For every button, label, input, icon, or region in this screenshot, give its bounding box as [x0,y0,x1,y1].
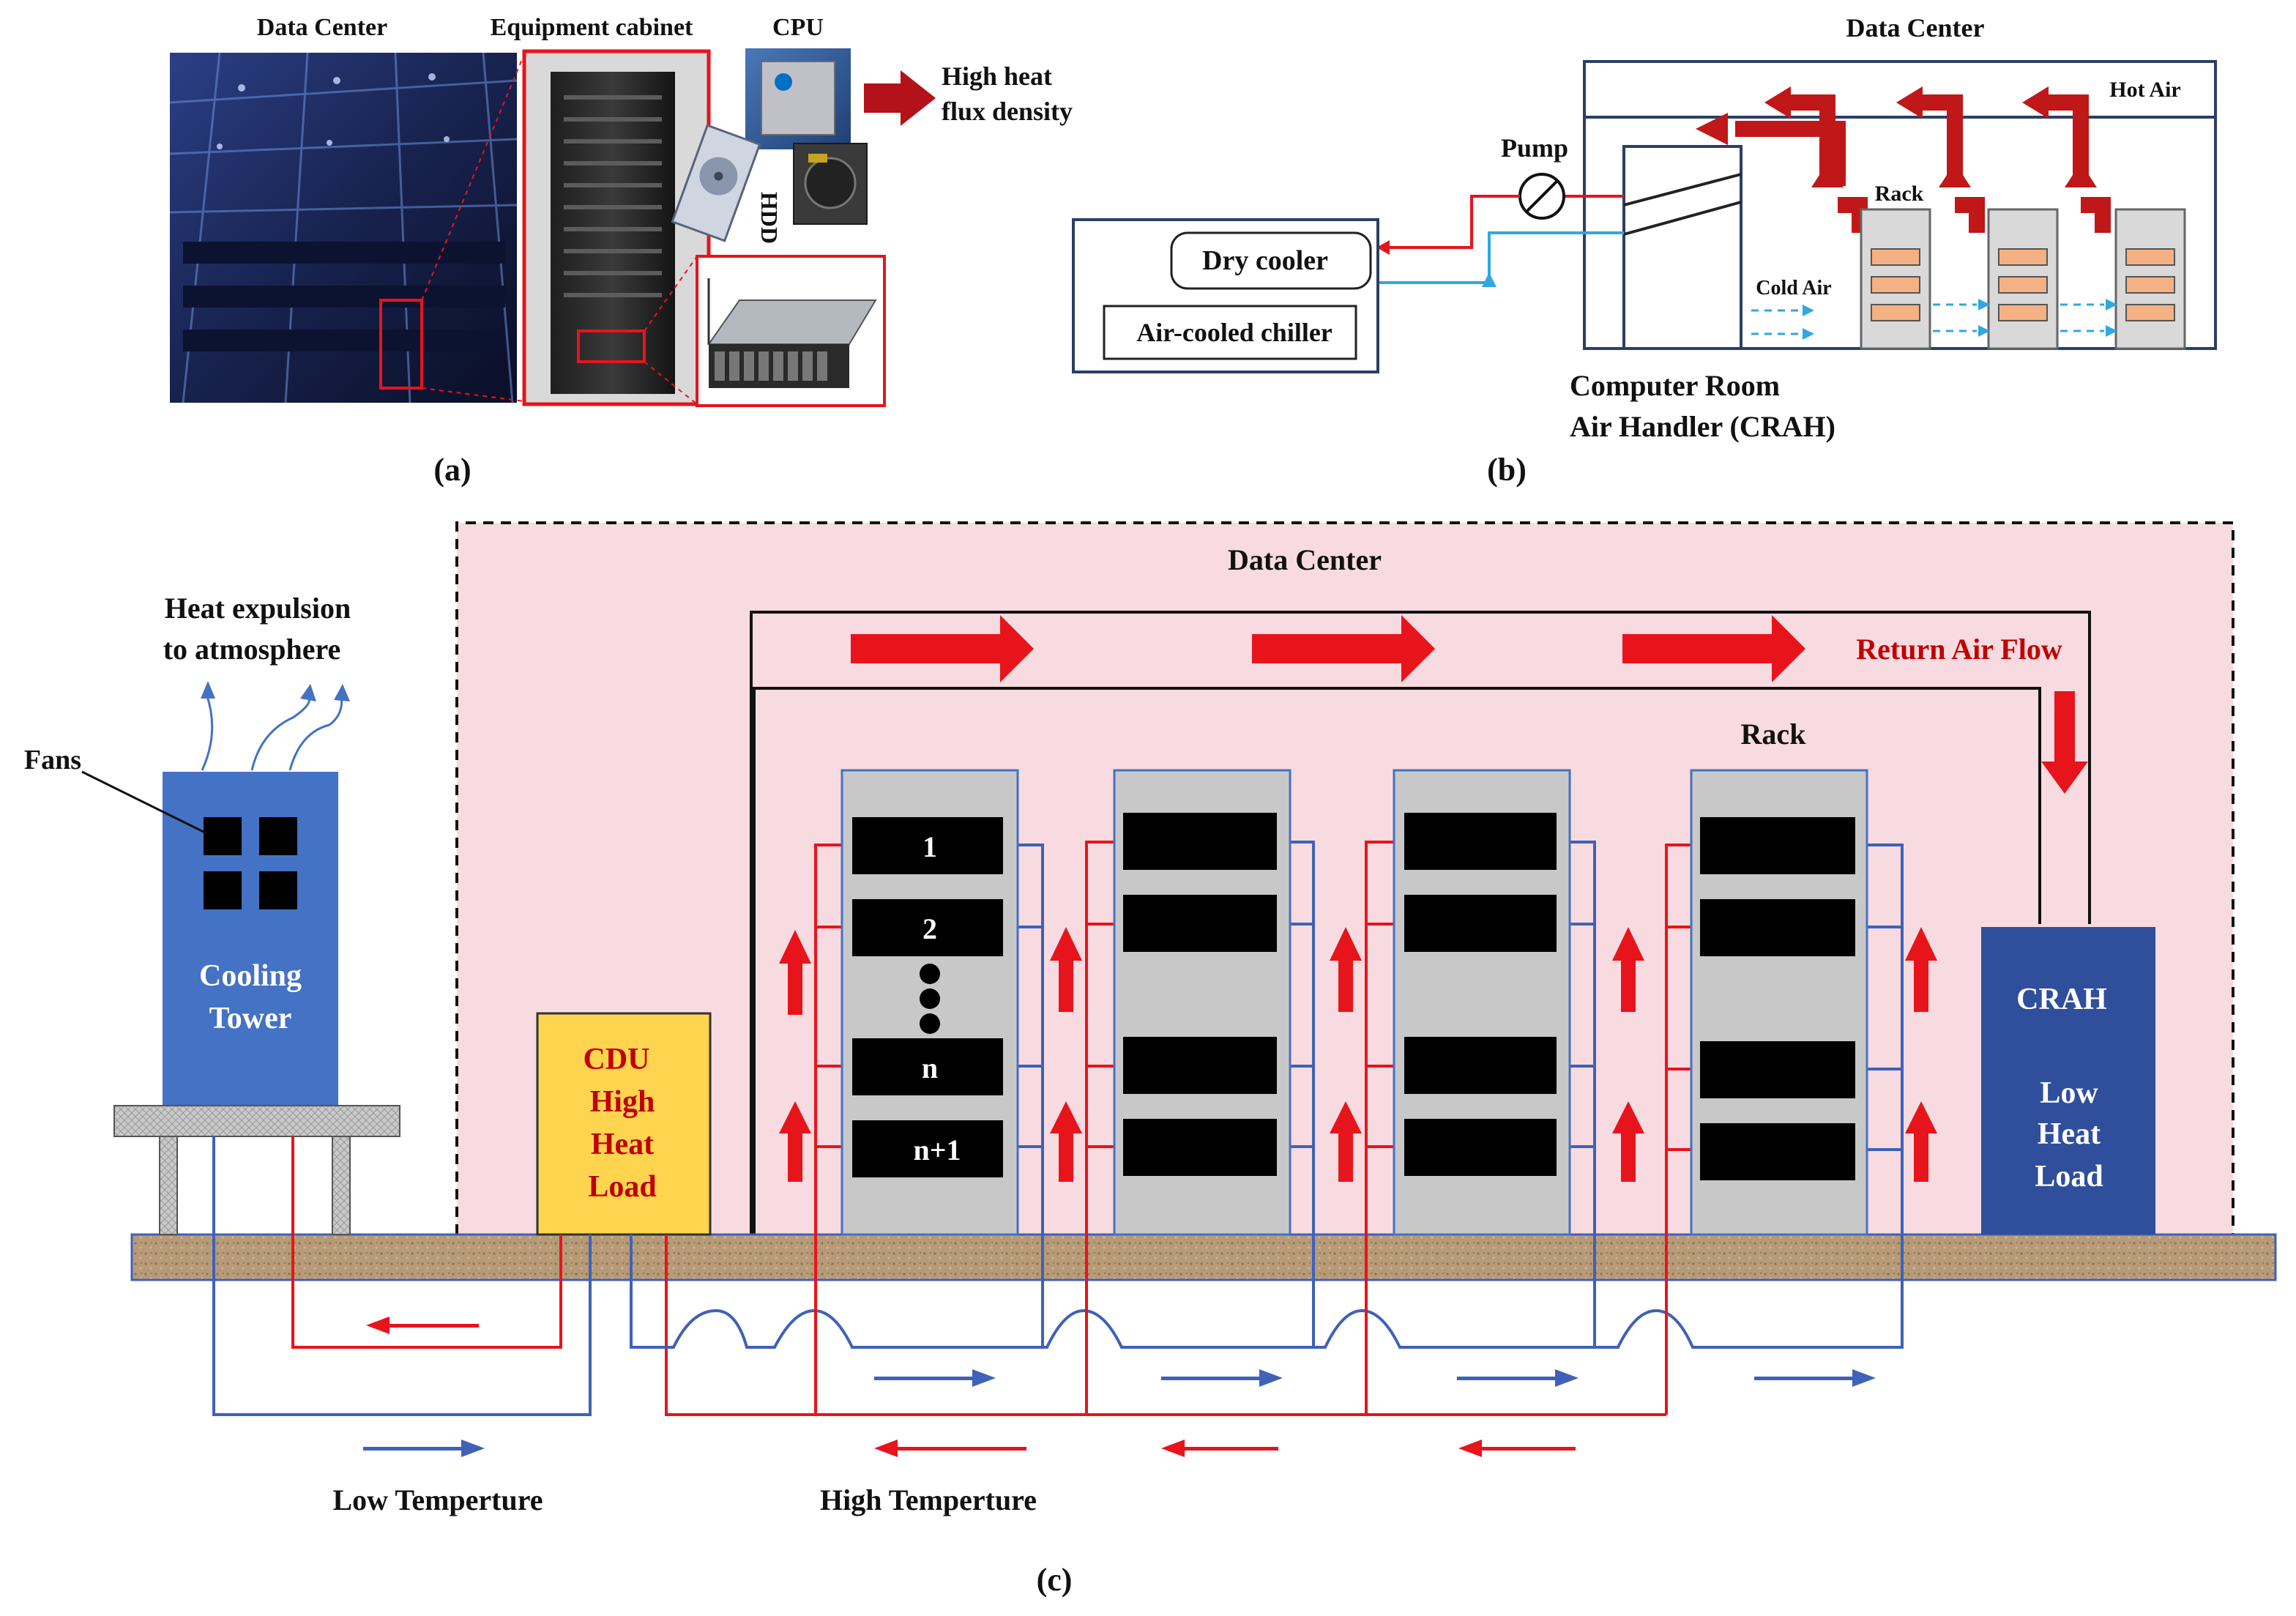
server-label-2: 2 [922,912,937,945]
cdu-line2: High [590,1085,655,1119]
return-air-arrows [851,615,2088,794]
heat-expulsion-line2: to atmosphere [163,633,341,666]
server-label-1: 1 [922,830,937,863]
cooling-tower: Cooling Tower [113,772,400,1235]
cold-pipe-b [1379,231,1624,284]
cdu-line4: Load [588,1170,656,1204]
panel-a-cabinet-label: Equipment cabinet [491,14,693,41]
underfloor-blue-arrows [874,1369,1876,1387]
data-center-photo [169,52,518,403]
fans-label: Fans [24,745,81,775]
hot-air-arrows [1735,94,2111,233]
crah-b-line1: Computer Room [1570,369,1780,402]
rack-c-4 [1665,769,1904,1415]
dry-cooler-label: Dry cooler [1202,245,1328,276]
rack-c-3 [1365,769,1596,1415]
caption-c: (c) [1037,1562,1073,1598]
fan-icons [204,817,297,909]
upflow-arrows [779,927,1937,1182]
cpu-image [745,48,851,149]
server-image [696,255,886,407]
panel-c: Data Center Return Air Flow Rack Cooling… [24,521,2277,1516]
hdd-label: HDD [756,192,783,244]
tower-cold-pipe [212,1136,592,1416]
panel-a: Data Center Equipment cabinet CPU [169,14,1073,407]
pump-label: Pump [1501,133,1568,163]
cdu-line1: CDU [584,1043,650,1076]
hdd-image [671,124,761,242]
rack-b-1 [1860,208,1931,350]
high-temp-label: High Temperture [820,1483,1037,1516]
heat-flux-line2: flux density [942,97,1073,126]
tower-hot-pipe [291,1136,562,1349]
cooling-tower-line1: Cooling [199,959,302,993]
crah-label: CRAH [2016,983,2107,1016]
panel-b: Data Center Hot Air [1072,13,2217,443]
heat-flux-line1: High heat [942,62,1052,91]
heat-flux-arrow [864,70,936,126]
return-air-duct-inner [753,687,2041,1235]
crah-load-line3: Load [2035,1160,2103,1194]
power-supply-image [793,143,868,225]
rack-b-3 [2114,208,2186,350]
cold-air-label: Cold Air [1756,277,1831,299]
crah-b-line2: Air Handler (CRAH) [1570,410,1835,443]
panel-b-title: Data Center [1846,13,1985,42]
panel-c-rack-label: Rack [1741,718,1807,751]
hot-air-label: Hot Air [2109,78,2181,102]
crah-unit-b [1622,145,1742,350]
caption-b: (b) [1487,452,1527,488]
dry-cooler-box [1170,231,1372,290]
server-1 [852,817,1003,874]
cold-air-arrows [1751,303,2104,335]
pump-icon [1518,173,1565,220]
cdu-box [536,1012,712,1236]
crah-box [1981,927,2155,1235]
chiller-box [1103,305,1357,360]
return-air-duct-outer [750,611,2091,1235]
panel-a-data-center-label: Data Center [257,14,387,41]
return-air-label: Return Air Flow [1856,633,2062,666]
server-label-n-plus-1: n+1 [913,1133,961,1166]
cdu-line3: Heat [591,1128,654,1161]
rack-c-2 [1085,769,1315,1415]
racks-c: 1 2 n n+1 [814,769,1904,1415]
low-temp-label: Low Temperture [332,1483,543,1516]
heat-expulsion-arrows [201,693,343,771]
rack-c-1: 1 2 n n+1 [814,769,1044,1415]
rack-b-2 [1987,208,2059,350]
equipment-cabinet-image [522,49,711,406]
underfloor-red-arrows [874,1440,1576,1457]
heat-expulsion-line1: Heat expulsion [165,592,351,625]
ground [130,1233,2277,1281]
server-label-n: n [922,1051,938,1084]
server-2 [852,899,1003,956]
caption-a: (a) [433,452,471,488]
tower-table [113,1105,400,1137]
panel-b-racks [1860,208,2186,350]
panel-a-cpu-label: CPU [772,14,824,41]
panel-c-data-center-label: Data Center [1228,543,1382,576]
crah-load-line2: Heat [2038,1117,2101,1151]
panel-b-rack-label: Rack [1875,182,1924,206]
crah-load-line1: Low [2040,1076,2098,1110]
rack-manifold-pipes [630,1235,1904,1416]
server-n-plus-1 [852,1120,1003,1177]
server-n [852,1038,1003,1095]
chiller-label: Air-cooled chiller [1136,318,1332,347]
fans-pointer [81,770,207,835]
cooling-tower-line2: Tower [209,1002,292,1035]
